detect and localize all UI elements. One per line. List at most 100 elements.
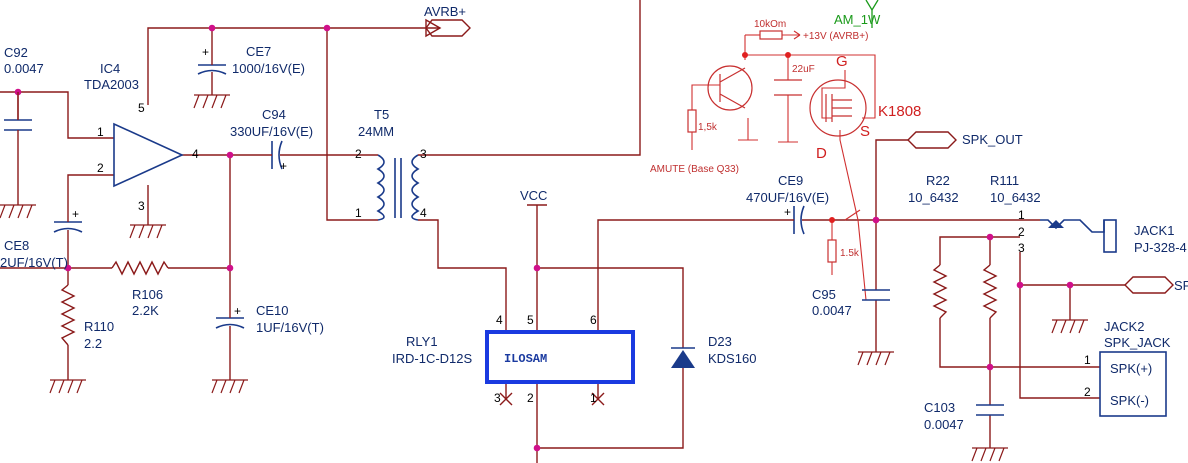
c94-ref: C94 <box>262 107 286 122</box>
capacitor-ce10-symbol <box>215 305 245 335</box>
ground-r110 <box>49 379 86 394</box>
jack2-pin-pos: SPK(+) <box>1110 361 1152 376</box>
capacitor-c103-symbol <box>976 404 1004 416</box>
c95-ref: C95 <box>812 287 836 302</box>
ground-c103 <box>971 447 1008 462</box>
ce7-ref: CE7 <box>246 44 271 59</box>
t5-pin4: 4 <box>420 206 427 220</box>
junction-dots <box>14 24 1074 452</box>
ground-mod <box>738 139 798 143</box>
ic4-ref: IC4 <box>100 61 120 76</box>
rly1-value: IRD-1C-D12S <box>392 351 473 366</box>
c92-ref: C92 <box>4 45 28 60</box>
capacitor-ce7-symbol <box>197 48 227 80</box>
sp-label: SP <box>1174 278 1188 293</box>
resistor-r111-symbol <box>982 264 998 319</box>
capacitor-ce9-symbol <box>788 205 808 235</box>
mod-labels: 10kOm +13V (AVRB+) AM_1W 22uF 1,5k AMUTE… <box>650 12 921 259</box>
rly1-pin1: 1 <box>590 391 597 405</box>
jack1-value: PJ-328-4 <box>1134 240 1187 255</box>
labels: C92 0.0047 IC4 TDA2003 1 2 3 4 5 CE7 100… <box>0 4 1188 432</box>
ce10-plus: + <box>234 304 241 318</box>
resistor-r22-symbol <box>932 264 948 319</box>
c92-value: 0.0047 <box>4 61 44 76</box>
jack2-value: SPK_JACK <box>1104 335 1171 350</box>
capacitor-c94-symbol <box>266 140 290 170</box>
transformer-t5-symbol <box>376 154 420 221</box>
rly1-pin6: 6 <box>590 313 597 327</box>
ce8-value: 2UF/16V(T) <box>0 255 68 270</box>
r111-ref: R111 <box>990 173 1019 188</box>
ic4-pin1: 1 <box>97 125 104 139</box>
jack2-pin2: 2 <box>1084 385 1091 399</box>
mod-supply: +13V (AVRB+) <box>803 31 868 42</box>
c95-value: 0.0047 <box>812 303 852 318</box>
r110-value: 2.2 <box>84 336 102 351</box>
c103-ref: C103 <box>924 400 955 415</box>
t5-pin1: 1 <box>355 206 362 220</box>
r106-value: 2.2K <box>132 303 159 318</box>
ground-jack <box>1051 319 1088 334</box>
jack2-ref: JACK2 <box>1104 319 1144 334</box>
jack1-pin3: 3 <box>1018 241 1025 255</box>
ce10-ref: CE10 <box>256 303 289 318</box>
ground-c92 <box>0 204 36 219</box>
jack2-symbol <box>1099 351 1167 417</box>
ic4-pin2: 2 <box>97 161 104 175</box>
c94-plus: + <box>280 159 287 173</box>
ground-ce7 <box>193 94 230 109</box>
ground-symbols <box>0 94 1088 462</box>
avrb-flag <box>425 18 471 38</box>
c103-value: 0.0047 <box>924 417 964 432</box>
capacitor-c95-symbol <box>862 289 890 301</box>
rly1-pin5: 5 <box>527 313 534 327</box>
mod-amute: AMUTE (Base Q33) <box>650 164 739 175</box>
resistor-r106-symbol <box>111 260 169 276</box>
spk-out-label: SPK_OUT <box>962 132 1023 147</box>
jack1-symbol <box>1040 219 1117 253</box>
amplifier-ic4-symbol <box>113 122 184 188</box>
d23-ref: D23 <box>708 334 732 349</box>
mod-wires <box>691 34 876 301</box>
d23-value: KDS160 <box>708 351 756 366</box>
avrb-label: AVRB+ <box>424 4 466 19</box>
diode-d23-symbol <box>671 347 695 368</box>
mod-g: G <box>836 53 848 70</box>
t5-pin2: 2 <box>355 147 362 161</box>
t5-ref: T5 <box>374 107 389 122</box>
mod-mosfet: K1808 <box>878 103 921 120</box>
ic4-pin5: 5 <box>138 101 145 115</box>
ce9-plus: + <box>784 205 791 219</box>
mod-r-base: 1,5k <box>698 122 718 133</box>
ground-ic4 <box>129 224 166 239</box>
rly1-pin3: 3 <box>494 391 501 405</box>
sp-flag <box>1124 276 1174 294</box>
r106-ref: R106 <box>132 287 163 302</box>
mod-am: AM_1W <box>834 12 881 27</box>
capacitor-c92-symbol <box>4 92 32 138</box>
jack1-ref: JACK1 <box>1134 223 1174 238</box>
jack1-pin1: 1 <box>1018 208 1025 222</box>
capacitor-ce8-symbol <box>53 210 83 245</box>
ce7-plus: + <box>202 45 209 59</box>
t5-value: 24MM <box>358 124 394 139</box>
r111-value: 10_6432 <box>990 190 1041 205</box>
mod-cap: 22uF <box>792 64 815 75</box>
ce7-value: 1000/16V(E) <box>232 61 305 76</box>
ground-ce10 <box>211 379 248 394</box>
mod-s: S <box>860 123 870 140</box>
wires <box>0 0 1125 463</box>
r110-ref: R110 <box>84 319 114 334</box>
ground-c95 <box>857 351 894 366</box>
rly1-ref: RLY1 <box>406 334 438 349</box>
resistor-r110-symbol <box>60 284 76 346</box>
spk-out-flag <box>907 131 957 149</box>
ic4-value: TDA2003 <box>84 77 139 92</box>
mod-r-top: 10kOm <box>754 19 786 30</box>
mod-r-sw: 1.5k <box>840 248 860 259</box>
r22-ref: R22 <box>926 173 950 188</box>
rly1-pin4: 4 <box>496 313 503 327</box>
mod-d: D <box>816 145 827 162</box>
mod-components <box>687 0 879 263</box>
